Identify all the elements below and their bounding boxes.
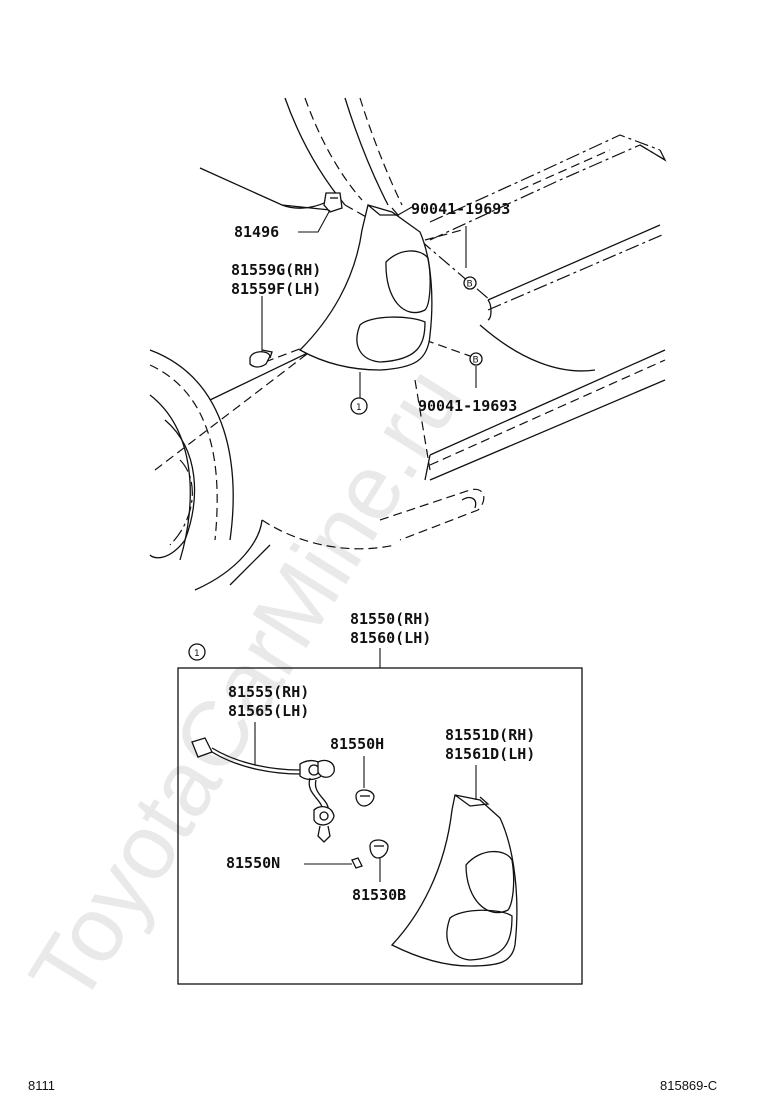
callout-81551d: 81551D(RH) xyxy=(445,726,535,744)
tail-lamp-installed xyxy=(298,204,433,371)
callout-81530b: 81530B xyxy=(352,886,406,904)
lens-81551d xyxy=(390,794,518,967)
callout-81550h: 81550H xyxy=(330,735,384,753)
detail-frame xyxy=(177,667,583,985)
bulb-81550h xyxy=(355,789,375,807)
callout-81550n: 81550N xyxy=(226,854,280,872)
clip-81496 xyxy=(323,192,343,213)
callout-90041-19693-bottom: 90041-19693 xyxy=(418,397,517,415)
leader-81496 xyxy=(298,209,331,233)
callout-81496: 81496 xyxy=(234,223,279,241)
leader-90041-top xyxy=(397,206,467,268)
callout-81550rh: 81550(RH) xyxy=(350,610,431,628)
callout-81565lh: 81565(LH) xyxy=(228,702,309,720)
bolt-b-top: B xyxy=(463,276,477,290)
svg-text:1: 1 xyxy=(356,403,362,413)
bulb-81550n xyxy=(351,857,363,869)
bolt-b-bottom: B xyxy=(469,352,483,366)
callout-90041-19693-top: 90041-19693 xyxy=(411,200,510,218)
footer-right-code: 815869-C xyxy=(660,1078,717,1093)
footer-left-code: 8111 xyxy=(28,1078,55,1093)
svg-text:B: B xyxy=(473,356,479,366)
callout-81560lh: 81560(LH) xyxy=(350,629,431,647)
callout-81559f: 81559F(LH) xyxy=(231,280,321,298)
ref-circle-1: 1 xyxy=(350,397,368,415)
wire-harness-81555 xyxy=(191,737,335,843)
callout-81555rh: 81555(RH) xyxy=(228,683,309,701)
svg-text:B: B xyxy=(467,280,473,290)
callout-81559g: 81559G(RH) xyxy=(231,261,321,279)
callout-81561d: 81561D(LH) xyxy=(445,745,535,763)
grommet-81559 xyxy=(249,349,273,368)
bulb-81530b xyxy=(369,839,389,859)
svg-text:1: 1 xyxy=(194,649,200,659)
ref-circle-1-box: 1 xyxy=(188,643,206,661)
vehicle-rear-quarter xyxy=(149,97,667,591)
